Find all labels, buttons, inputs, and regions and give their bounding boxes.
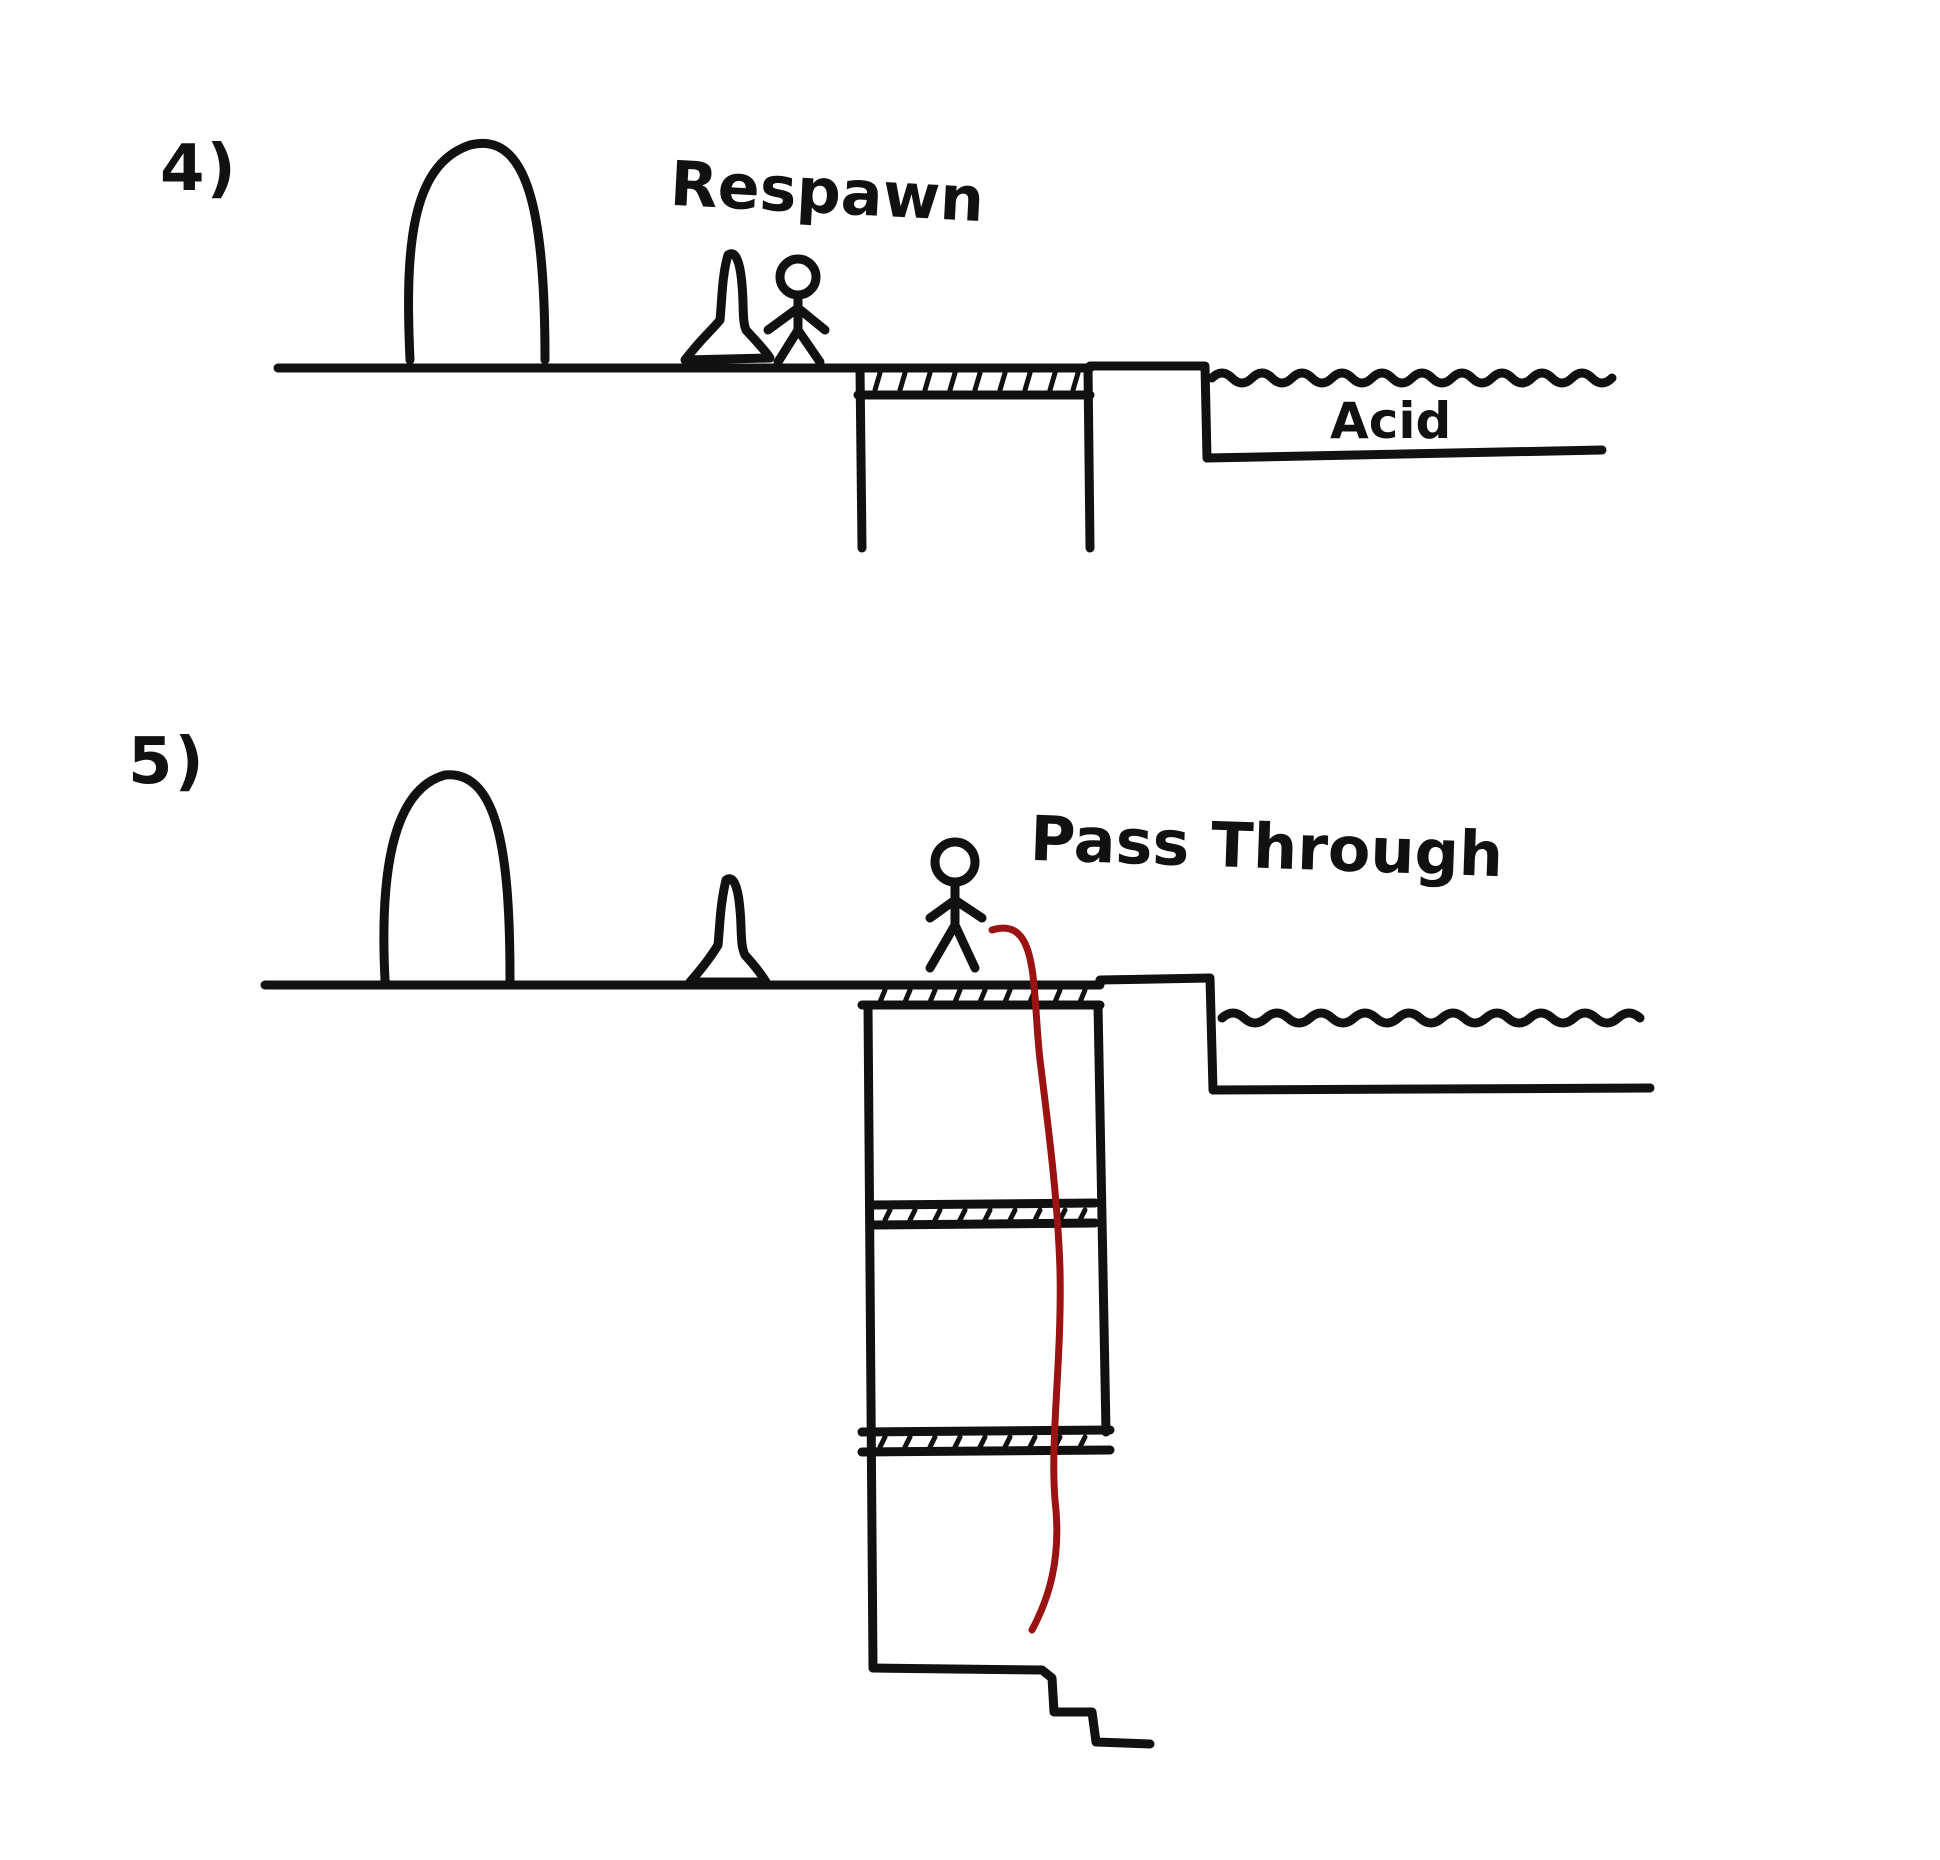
panel-5	[260, 770, 1655, 1749]
acid-annotation: Acid	[1330, 392, 1452, 450]
shaft-left-wall	[863, 1000, 878, 1673]
player-stick-figure	[763, 254, 830, 367]
exit-door-arch	[379, 770, 515, 985]
shaft-right-wall	[1083, 363, 1095, 553]
shaft-right-wall	[1093, 1000, 1111, 1437]
acid-pool-surface	[1217, 1008, 1645, 1028]
acid-pool-surface	[1207, 368, 1617, 388]
respawn-checkpoint-marker	[680, 249, 775, 365]
hatch-platform-middle	[865, 1198, 1100, 1230]
panel-4	[273, 138, 1617, 553]
acid-pool-ledge	[1095, 973, 1655, 1095]
pass-through-path	[988, 924, 1064, 1634]
exit-door-arch	[404, 138, 550, 365]
hatch-platform-top	[857, 980, 1105, 1010]
step-label-5: 5)	[128, 725, 206, 799]
hatch-platform-lower	[857, 1425, 1115, 1457]
player-stick-figure	[925, 837, 987, 973]
breakable-hatch-platform	[853, 363, 1095, 400]
checkpoint-marker	[685, 874, 771, 987]
step-label-4: 4)	[160, 132, 238, 206]
acid-pool-ledge	[1085, 361, 1607, 463]
shaft-floor-steps	[868, 1663, 1155, 1749]
shaft-left-wall	[855, 363, 867, 553]
